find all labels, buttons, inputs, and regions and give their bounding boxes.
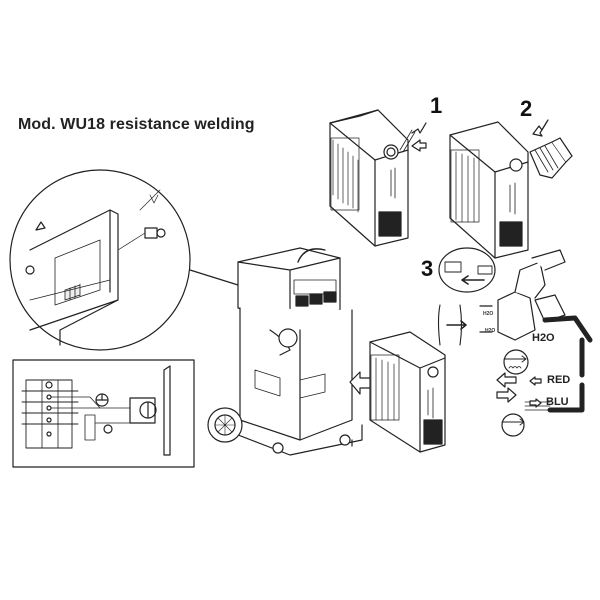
coolant-jug-icon <box>529 137 573 179</box>
arrow-out-icon <box>496 372 517 388</box>
welding-machine-cart <box>207 247 363 456</box>
detail-callout-internal <box>9 169 239 351</box>
step-1-number: 1 <box>430 93 443 118</box>
h2o-label-bottom: H2O <box>485 328 496 334</box>
cooling-unit-step-2 <box>449 119 573 259</box>
document-title: Mod. WU18 resistance welding <box>18 116 255 133</box>
arrow-blu-icon <box>529 398 542 408</box>
step-2-number: 2 <box>520 96 533 121</box>
h2o-label: H2O <box>532 332 555 344</box>
red-label: RED <box>547 374 571 386</box>
step-3-number: 3 <box>421 256 434 281</box>
cooling-unit-step-1 <box>329 109 427 247</box>
blu-label: BLU <box>546 396 569 408</box>
cart-wheel-icon <box>207 407 243 443</box>
h2o-label-top: H2O <box>483 311 494 317</box>
water-out-symbol-icon <box>501 413 525 437</box>
arrow-in-icon <box>496 387 517 403</box>
arrow-red-icon <box>529 376 542 386</box>
wiring-detail-box <box>12 359 195 468</box>
coupling-detail-callout <box>438 247 496 293</box>
water-in-symbol-icon <box>503 349 529 375</box>
cooling-unit-installed <box>369 331 446 453</box>
welding-gun-hoses <box>437 249 593 413</box>
